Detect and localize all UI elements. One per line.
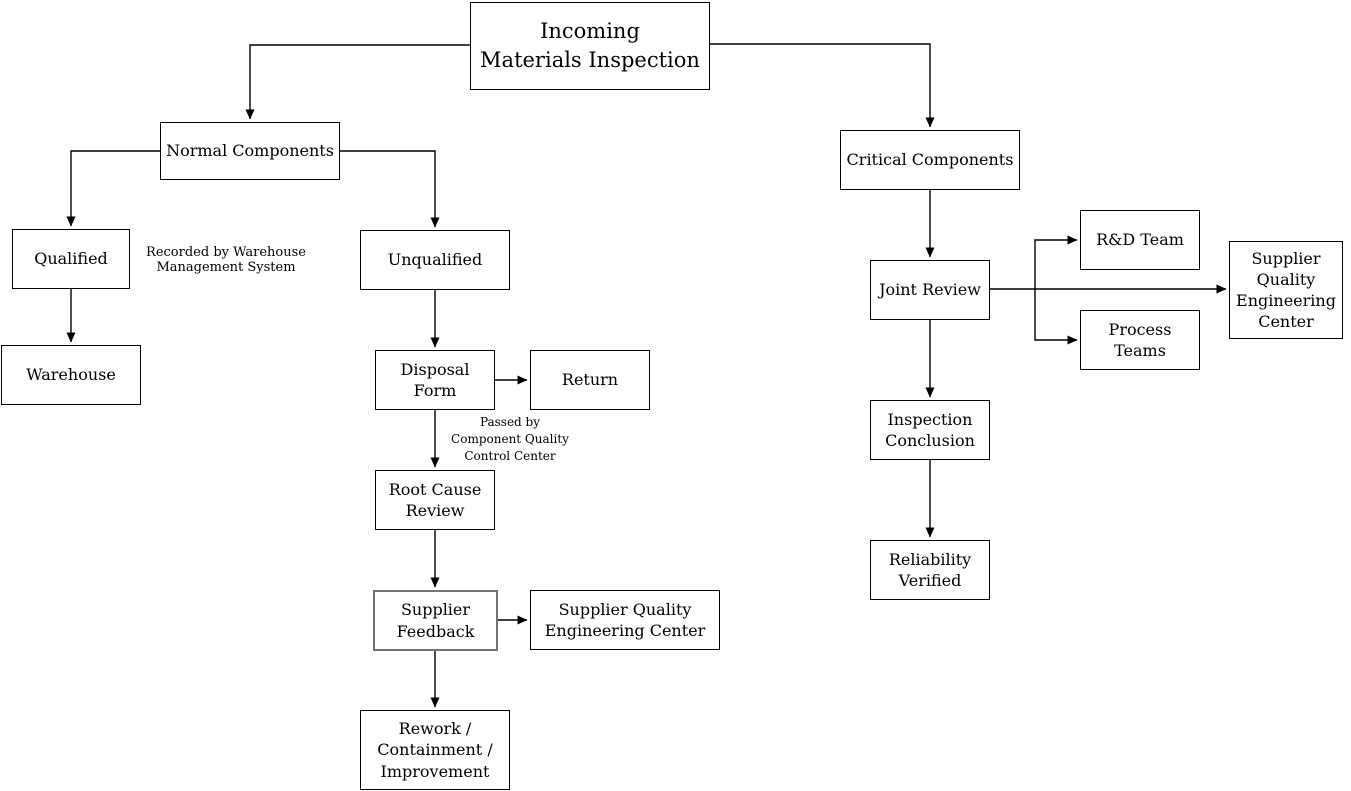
node-critical-components[interactable]: Critical Components (840, 130, 1020, 190)
annotation-passed-by-cqcc: Passed by Component Quality Control Cent… (451, 415, 569, 464)
node-supplier-quality-engineering-center-mid[interactable]: Supplier Quality Engineering Center (530, 590, 720, 650)
node-unqualified[interactable]: Unqualified (360, 230, 510, 290)
node-rework-containment-improvement[interactable]: Rework / Containment / Improvement (360, 710, 510, 790)
edge-incoming-to-critical (710, 43, 935, 128)
node-supplier-feedback[interactable]: Supplier Feedback (373, 590, 498, 651)
node-incoming-materials-inspection[interactable]: Incoming Materials Inspection (470, 2, 710, 90)
node-warehouse[interactable]: Warehouse (1, 345, 141, 405)
edge-normal-to-unqualified (340, 150, 440, 228)
edge-joint-review-to-rd-team (1034, 235, 1078, 289)
node-disposal-form[interactable]: Disposal Form (375, 350, 495, 410)
node-inspection-conclusion[interactable]: Inspection Conclusion (870, 400, 990, 460)
node-normal-components[interactable]: Normal Components (160, 122, 340, 180)
edge-normal-to-qualified (66, 150, 160, 227)
node-return[interactable]: Return (530, 350, 650, 410)
node-qualified[interactable]: Qualified (12, 229, 130, 289)
node-joint-review[interactable]: Joint Review (870, 260, 990, 320)
node-reliability-verified[interactable]: Reliability Verified (870, 540, 990, 600)
node-supplier-quality-engineering-center-right[interactable]: Supplier Quality Engineering Center (1229, 241, 1343, 339)
node-root-cause-review[interactable]: Root Cause Review (375, 470, 495, 530)
edge-joint-review-to-process-teams (1034, 289, 1078, 345)
node-rd-team[interactable]: R&D Team (1080, 210, 1200, 270)
node-process-teams[interactable]: Process Teams (1080, 310, 1200, 370)
edge-incoming-to-normal (245, 44, 470, 120)
annotation-recorded-by-warehouse: Recorded by Warehouse Management System (146, 245, 306, 276)
